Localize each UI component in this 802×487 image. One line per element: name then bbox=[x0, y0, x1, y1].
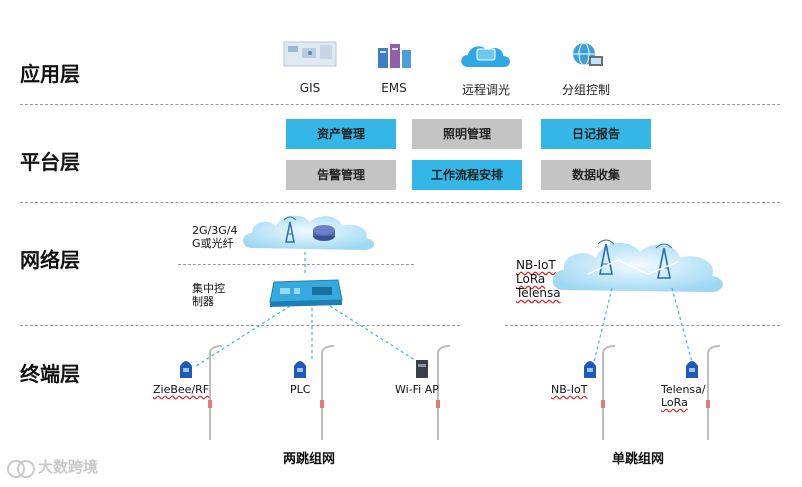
lpwan-cloud-icon bbox=[552, 239, 723, 293]
caption-single-hop: 单跳组网 bbox=[612, 452, 665, 467]
caption-two-hop: 两跳组网 bbox=[283, 452, 336, 467]
terminal-label-nbiot: NB-IoT bbox=[551, 383, 588, 396]
link-controller-zigbee bbox=[195, 305, 291, 367]
platform-workflow-scheduling[interactable]: 工作流程安排 bbox=[412, 160, 522, 190]
platform-lighting-management[interactable]: 照明管理 bbox=[412, 119, 522, 149]
lpwan-label-telensa: Telensa bbox=[516, 286, 561, 300]
platform-daily-report[interactable]: 日记报告 bbox=[541, 119, 651, 149]
platform-data-collection[interactable]: 数据收集 bbox=[541, 160, 651, 190]
platform-asset-management[interactable]: 资产管理 bbox=[286, 119, 396, 149]
cellular-cloud-icon bbox=[243, 215, 375, 250]
server-rack-icon bbox=[378, 44, 411, 68]
cloud-label-line1: 2G/3G/4 bbox=[192, 224, 238, 237]
app-remote-dimming[interactable]: 远程调光 bbox=[441, 40, 531, 98]
router-icon bbox=[313, 225, 335, 241]
layer-label-network: 网络层 bbox=[20, 248, 80, 272]
link-cloud-telensa bbox=[671, 287, 693, 363]
app-group-control-label: 分组控制 bbox=[561, 83, 610, 97]
app-remote-dimming-label: 远程调光 bbox=[461, 83, 510, 97]
app-group-control[interactable]: 分组控制 bbox=[541, 40, 631, 98]
watermark-text: 大数跨境 bbox=[38, 458, 99, 476]
street-lamp-icon bbox=[321, 345, 335, 440]
wifi-ap-device-icon bbox=[416, 360, 428, 378]
lpwan-label-lora: LoRa bbox=[516, 272, 546, 286]
app-gis[interactable]: GIS bbox=[265, 40, 355, 95]
map-screen-icon bbox=[283, 41, 337, 67]
platform-alarm-management[interactable]: 告警管理 bbox=[286, 160, 396, 190]
divider-network-inner bbox=[178, 264, 414, 265]
street-lamp-icon bbox=[437, 345, 451, 440]
terminal-label-wifi: Wi-Fi AP bbox=[395, 383, 439, 396]
lamp-controller-marker bbox=[320, 400, 324, 408]
lpwan-label-nbiot: NB-IoT bbox=[516, 258, 556, 272]
street-lamp-icon bbox=[209, 345, 223, 440]
lamp-controller-marker bbox=[208, 400, 212, 408]
sensor-node-icon bbox=[584, 361, 596, 378]
divider-app-platform bbox=[20, 104, 780, 105]
terminal-label-zigbee: ZieBee/RF bbox=[153, 383, 210, 396]
lamp-controller-marker bbox=[601, 400, 605, 408]
cloud-label-line2: G或光纤 bbox=[192, 237, 234, 250]
apps-cloud-icon bbox=[461, 46, 510, 67]
link-cloud-nbiot bbox=[593, 287, 613, 363]
terminal-label-telensa: Telensa/ bbox=[661, 383, 706, 396]
layer-label-application: 应用层 bbox=[20, 62, 80, 86]
layer-label-platform: 平台层 bbox=[20, 150, 80, 174]
globe-monitor-icon bbox=[573, 42, 603, 66]
sensor-node-icon bbox=[180, 361, 192, 378]
street-lamp-icon bbox=[707, 345, 721, 440]
lamp-controller-marker bbox=[436, 400, 440, 408]
app-ems-label: EMS bbox=[381, 81, 407, 95]
concentrator-device-icon bbox=[269, 279, 343, 307]
terminal-label-lora: LoRa bbox=[661, 396, 688, 409]
lamp-controller-marker bbox=[706, 400, 710, 408]
controller-label-line1: 集中控 bbox=[192, 282, 225, 295]
controller-label-line2: 制器 bbox=[192, 295, 214, 308]
divider-network-terminal-left bbox=[20, 325, 460, 326]
terminal-label-plc: PLC bbox=[290, 383, 311, 396]
street-lamp-icon bbox=[602, 345, 616, 440]
link-controller-wifi bbox=[329, 305, 419, 363]
app-ems[interactable]: EMS bbox=[349, 40, 439, 95]
layer-label-terminal: 终端层 bbox=[20, 362, 80, 386]
sensor-node-icon bbox=[294, 361, 306, 378]
watermark-logo-icon bbox=[7, 460, 35, 478]
sensor-node-icon bbox=[686, 361, 698, 378]
app-gis-label: GIS bbox=[299, 81, 321, 95]
cell-tower-icon bbox=[283, 216, 297, 243]
divider-network-terminal-right bbox=[505, 325, 780, 326]
divider-platform-network bbox=[20, 202, 780, 203]
